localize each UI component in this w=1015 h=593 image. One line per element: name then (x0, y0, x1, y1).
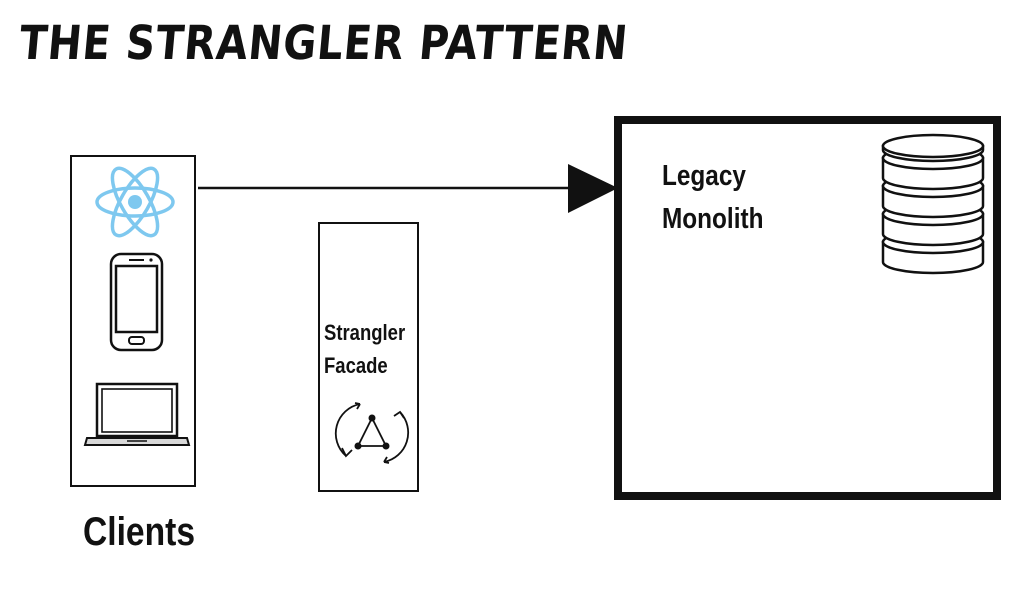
database-icon (881, 133, 985, 275)
diagram-title: THE STRANGLER PATTERN (17, 16, 631, 71)
react-icon (95, 166, 175, 238)
clients-label: Clients (83, 510, 196, 554)
strangler-facade-label: Strangler Facade (324, 316, 405, 382)
laptop-icon (83, 382, 191, 446)
cycle-triangle-icon (334, 402, 410, 464)
monolith-label-line-1: Legacy (662, 160, 746, 192)
clients-to-monolith-arrow (198, 164, 618, 213)
strangler-facade-box (318, 222, 419, 492)
smartphone-icon (109, 252, 164, 352)
facade-label-line-2: Facade (324, 353, 388, 378)
arrow-head (568, 164, 618, 213)
legacy-monolith-label: Legacy Monolith (662, 155, 763, 241)
facade-label-line-1: Strangler (324, 320, 406, 345)
monolith-label-line-2: Monolith (662, 203, 764, 235)
